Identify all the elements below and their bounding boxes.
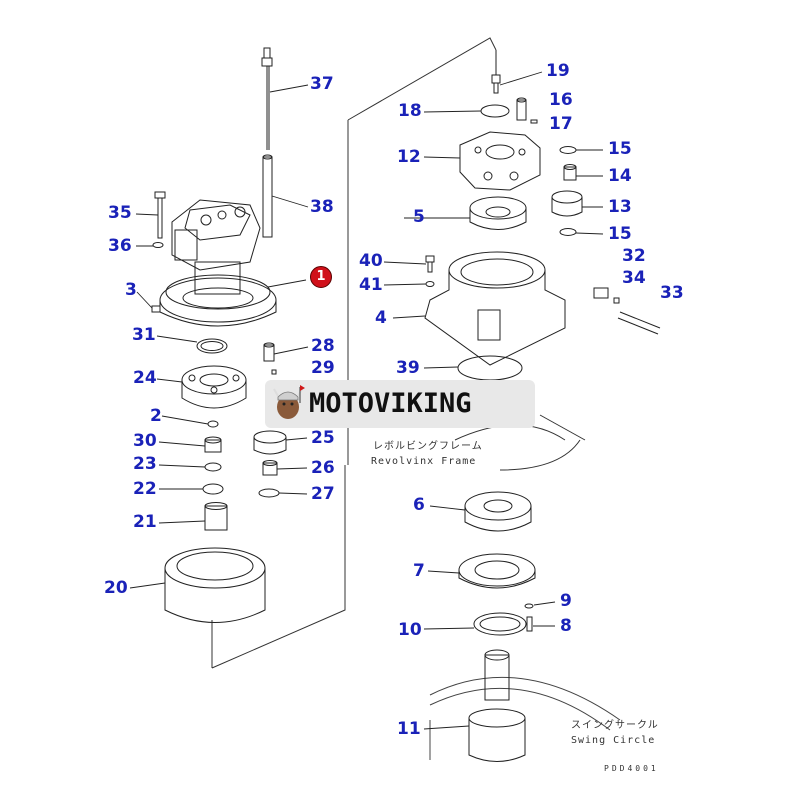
part-label: 10 [398,620,422,640]
part-label: 8 [560,616,572,636]
part-label: 25 [311,428,335,448]
part-8-bolt [526,616,533,632]
part-1-motor [159,199,277,327]
part-label: 6 [413,495,425,515]
part-24-carrier [181,365,247,409]
revolving-frame-jp-label: レボルビングフレーム [373,441,483,452]
part-label: 29 [311,358,335,378]
part-17-plug [530,119,538,124]
part-label: 19 [546,61,570,81]
part-25-gear [253,430,287,455]
part-label: 40 [359,251,383,271]
part-38-pipe [262,154,273,238]
part-label: 34 [622,268,646,288]
part-label: 33 [660,283,684,303]
part-40-bolt [425,255,435,273]
part-18-plate [480,104,510,118]
part-15-washer-top [559,146,577,154]
drawing-code: PDD4001 [604,764,659,773]
part-16-pin [516,97,527,121]
swing-circle-en-label: Swing Circle [571,735,656,746]
part-label: 4 [375,308,387,328]
watermark-banner: MOTOVIKING [265,380,535,428]
part-37-rod [261,47,273,150]
part-label: 14 [608,166,632,186]
part-7-cover [458,553,536,589]
part-21-bearing [204,502,228,531]
part-label: 31 [132,325,156,345]
part-label: 26 [311,458,335,478]
part-label: 15 [608,224,632,244]
part-label: 17 [549,114,573,134]
part-23-washer [204,462,222,472]
part-label: 22 [133,479,157,499]
part-22-snap-ring [202,483,224,495]
part-label: 15 [608,139,632,159]
part-9-washer [524,603,534,609]
part-41-washer [425,281,435,287]
part-14-bearing [563,164,577,181]
part-5-gear [469,196,527,230]
part-label: 37 [310,74,334,94]
swing-circle-jp-label: スイングサークル [571,720,659,731]
part-label: 12 [397,147,421,167]
part-label: 7 [413,561,425,581]
assembly-frame-lines [211,37,497,669]
part-label: 41 [359,275,383,295]
part-39-o-ring [457,355,523,381]
part-label: 28 [311,336,335,356]
part-11-pinion [468,649,526,762]
revolving-frame-en-label: Revolvinx Frame [371,456,477,467]
part-15-washer-bottom [559,228,577,236]
part-29-plug [271,369,277,375]
part-31-ring [196,338,228,354]
part-label: 23 [133,454,157,474]
part-13-gear [551,190,583,217]
part-33-pin [617,311,661,335]
part-label: 27 [311,484,335,504]
part-36-washer [152,242,164,248]
part-30-bearing [204,436,222,453]
part-4-case [424,251,566,366]
part-label: 11 [397,719,421,739]
leader-lines [129,71,604,730]
part-label: 38 [310,197,334,217]
watermark-text: MOTOVIKING [309,388,472,419]
part-label: 30 [133,431,157,451]
part-19-bolt [491,50,501,94]
part-6-bearing [464,491,532,532]
part-label: 32 [622,246,646,266]
part-label: 16 [549,90,573,110]
part-20-ring-gear [164,547,266,623]
part-2-ring [207,420,219,428]
part-label: 18 [398,101,422,121]
part-35-bolt [154,191,166,239]
part-label: 13 [608,197,632,217]
swing-circle-outline [429,676,621,760]
part-12-carrier [459,131,541,191]
part-label: 39 [396,358,420,378]
part-28-pin [263,342,275,362]
part-label: 9 [560,591,572,611]
part-label: 2 [150,406,162,426]
part-label: 5 [413,207,425,227]
part-3-plug [151,305,161,313]
part-label: 35 [108,203,132,223]
part-26-bearing [262,460,278,476]
part-label: 24 [133,368,157,388]
part-label: 21 [133,512,157,532]
part-32-valve [593,287,609,299]
part-34-plug [613,297,620,304]
part-label: 3 [125,280,137,300]
part-label: 20 [104,578,128,598]
viking-mascot-icon [273,385,305,419]
part-label: 36 [108,236,132,256]
assembly-callout-badge: 1 [310,266,332,288]
part-27-washer [258,488,280,498]
part-10-seal [473,612,527,636]
